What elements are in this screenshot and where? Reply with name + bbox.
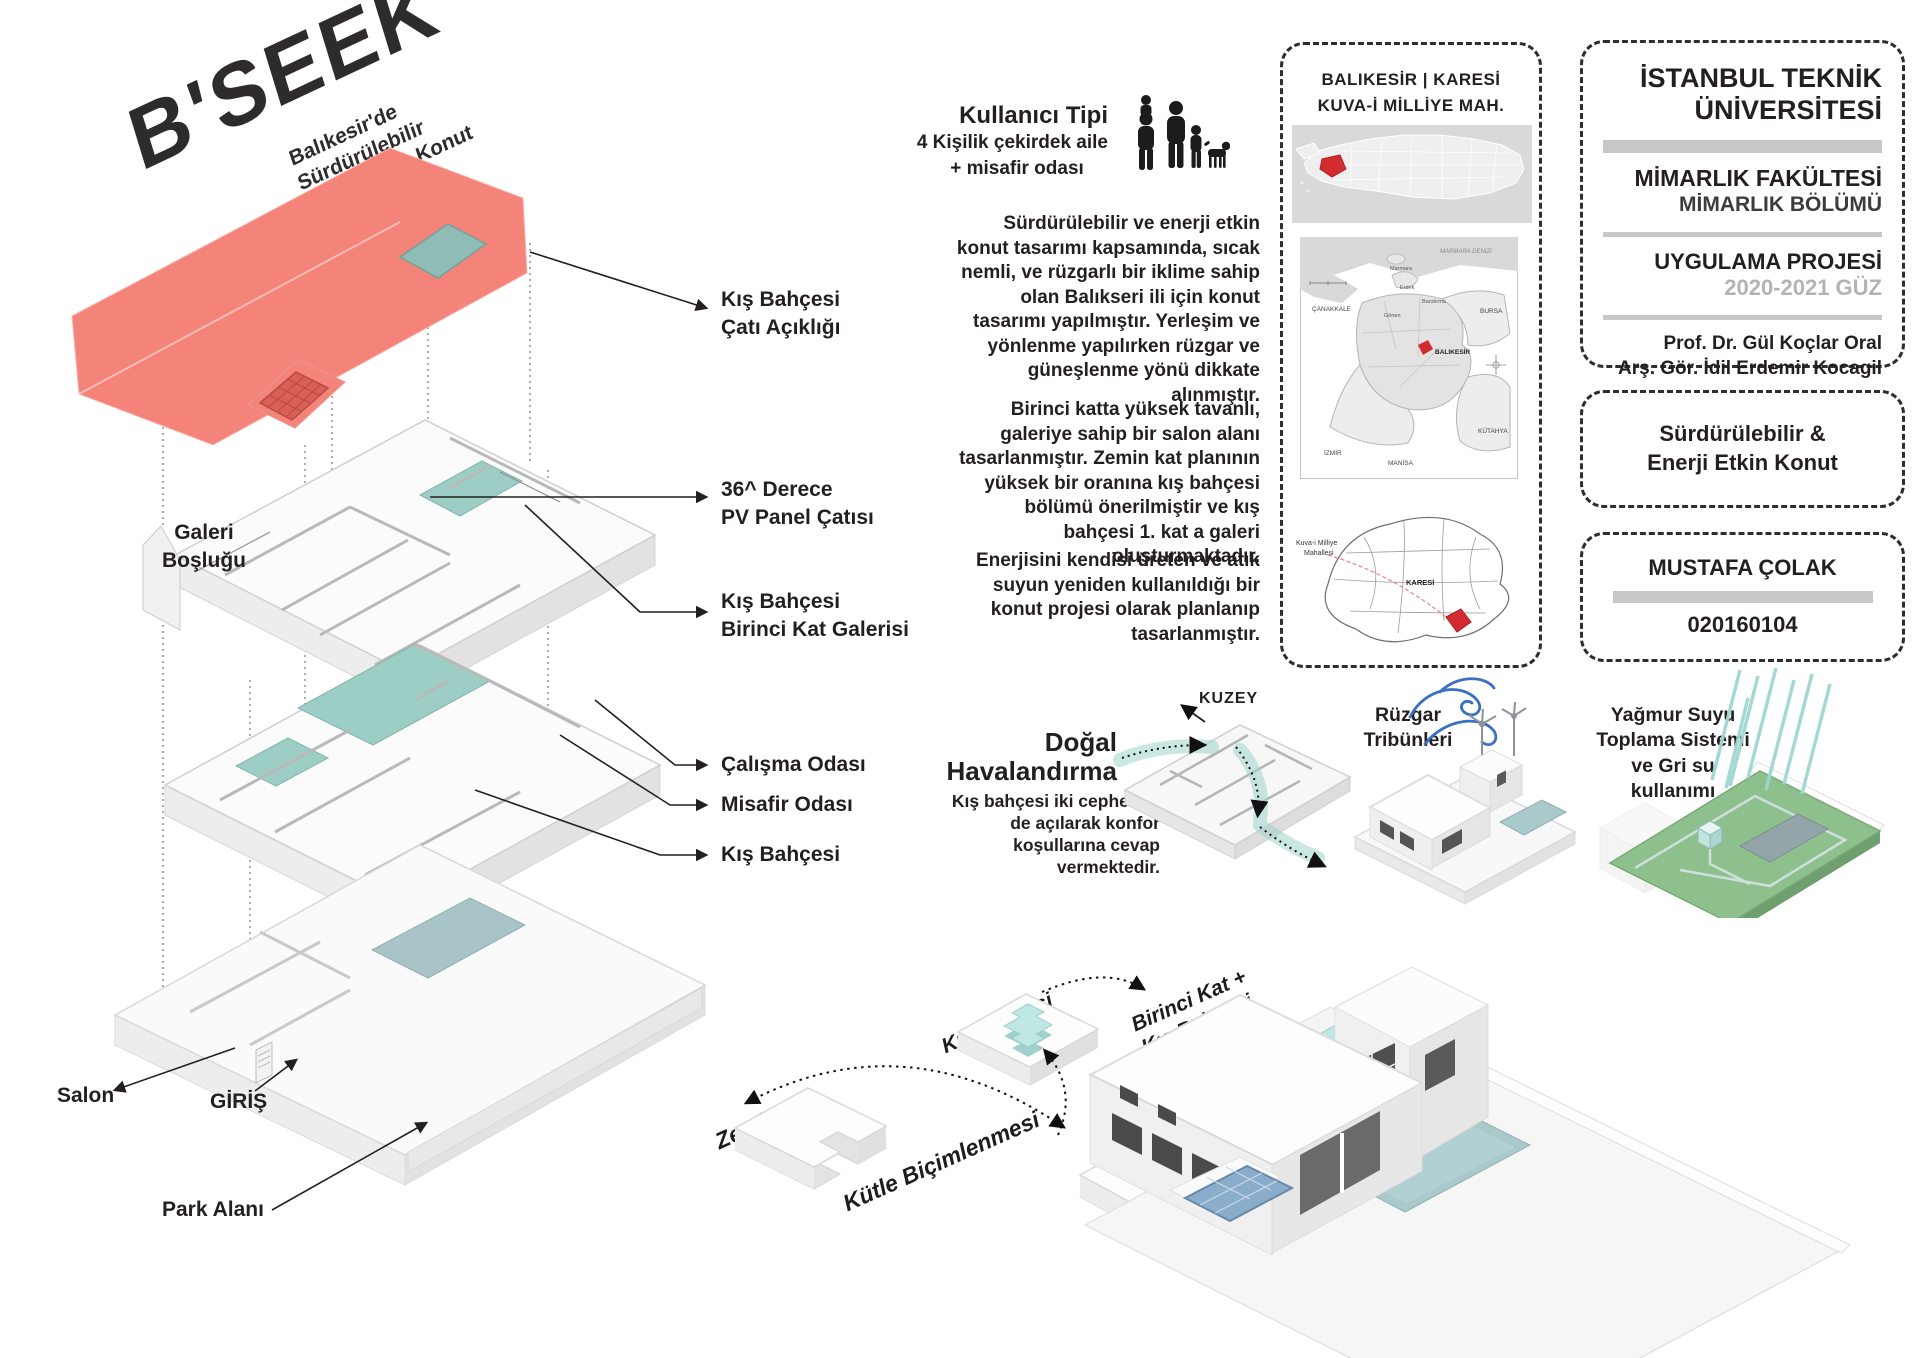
wintergarden-plug xyxy=(1002,1003,1054,1048)
intro-paragraph-2: Birinci katta yüksek tavanlı, galeriye s… xyxy=(959,399,1260,567)
rain-streaks xyxy=(1710,668,1832,795)
divider-line xyxy=(1603,231,1882,237)
site-base-plate xyxy=(113,844,707,1186)
user-type-title: Kullanıcı Tipi xyxy=(959,102,1108,129)
pv-skylight xyxy=(1182,1164,1295,1223)
entrance-door xyxy=(255,1041,273,1084)
pool xyxy=(1738,813,1830,863)
label-guest-room: Misafir Odası xyxy=(721,793,853,816)
province-label: ÇANAKKALE xyxy=(1312,306,1352,313)
label-parking: Park Alanı xyxy=(162,1198,264,1221)
neighborhood-label-line: Kuva-i Milliye xyxy=(1296,540,1337,547)
exploded-axonometric-drawing xyxy=(71,147,709,1211)
karesi-district-dot xyxy=(1418,340,1433,355)
compass-icon xyxy=(1486,355,1506,375)
province-label: KÜTAHYA xyxy=(1478,427,1508,435)
town-label: Erdek xyxy=(1400,285,1415,291)
pv-panel-roof xyxy=(247,359,346,429)
sea-label: MARMARA DENİZİ xyxy=(1440,248,1492,255)
district-map: KARESİ Kuva-i Milliye Mahallesi xyxy=(1296,516,1510,643)
university-name-line: İSTANBUL TEKNİK xyxy=(1640,63,1882,93)
user-type-line: 4 Kişilik çekirdek aile xyxy=(916,132,1108,153)
department-name: MİMARLIK BÖLÜMÜ xyxy=(1679,193,1882,217)
mass-ground-floor xyxy=(733,1087,888,1190)
wind-swirl-icon xyxy=(1408,677,1498,747)
province-label: MANİSA xyxy=(1388,458,1414,467)
town-label: Marmara xyxy=(1390,266,1413,272)
windows xyxy=(1380,820,1462,854)
student-panel: MUSTAFA ÇOLAK 020160104 xyxy=(1580,532,1905,662)
credits-panel: İSTANBUL TEKNİK ÜNİVERSİTESİ MİMARLIK FA… xyxy=(1580,40,1905,379)
label-entrance: GİRİŞ xyxy=(210,1090,268,1113)
label-study-room: Çalışma Odası xyxy=(721,753,866,776)
user-type-line: + misafir odası xyxy=(950,157,1084,179)
intro-paragraph-3: Enerjisini kendisi üreten ve atık suyun … xyxy=(975,550,1260,645)
scale-bar xyxy=(1309,281,1347,285)
balikesir-province-highlight xyxy=(1319,154,1347,178)
location-title-line: BALIKESİR | KARESİ xyxy=(1321,70,1501,89)
student-id: 020160104 xyxy=(1687,612,1798,637)
north-arrow-icon xyxy=(1180,704,1206,723)
instructor-name: Arş. Gör. İdil Erdemir Kocagil xyxy=(1618,357,1882,379)
rainwater-diagram xyxy=(1598,668,1885,918)
divider-bar xyxy=(1612,591,1873,603)
divider-bar xyxy=(1603,139,1882,153)
province-label: İZMİR xyxy=(1324,448,1342,457)
neighborhood-label-line: Mahallesi xyxy=(1304,550,1334,557)
town-label: Bandırma xyxy=(1422,299,1447,305)
province-label: BALIKESİR xyxy=(1435,348,1470,356)
course-name: UYGULAMA PROJESİ xyxy=(1654,248,1882,274)
location-title-line: KUVA-İ MİLLİYE MAH. xyxy=(1317,95,1505,115)
label-winter-garden: Kış Bahçesi xyxy=(721,843,841,866)
university-name-line: ÜNİVERSİTESİ xyxy=(1694,94,1882,125)
annotation-arrows xyxy=(112,251,709,1211)
greywater-pipe xyxy=(1634,794,1848,888)
wind-diagram xyxy=(1353,677,1577,905)
faculty-name: MİMARLIK FAKÜLTESİ xyxy=(1634,164,1882,191)
town-label: Gönen xyxy=(1384,313,1401,319)
location-panel: BALIKESİR | KARESİ KUVA-İ MİLLİYE MAH. xyxy=(1280,42,1542,668)
roof-opening-glass xyxy=(398,223,488,279)
intro-paragraph-1: Sürdürülebilir ve enerji etkin konut tas… xyxy=(956,213,1260,406)
coral-roof-plane xyxy=(71,147,528,446)
project-name-line: Sürdürülebilir & xyxy=(1659,421,1826,447)
project-name-panel: Sürdürülebilir & Enerji Etkin Konut xyxy=(1580,390,1905,508)
pool xyxy=(1498,799,1568,836)
karesi-label: KARESİ xyxy=(1406,578,1434,587)
north-label: KUZEY xyxy=(1199,690,1259,707)
label-living-room: Salon xyxy=(57,1084,115,1107)
driveway xyxy=(407,987,703,1173)
region-map: MARMARA DENİZİ Marmara Erdek Bandırma Gö… xyxy=(1300,237,1518,479)
dog-icon xyxy=(1204,141,1230,168)
final-render xyxy=(1083,966,1851,1358)
pool xyxy=(370,897,527,979)
student-name: MUSTAFA ÇOLAK xyxy=(1648,555,1837,581)
airflow-arrows xyxy=(1121,736,1327,868)
ground-floor-wintergarden-small xyxy=(234,737,330,787)
project-name-line: Enerji Etkin Konut xyxy=(1647,450,1838,475)
instructor-name: Prof. Dr. Gül Koçlar Oral xyxy=(1663,333,1882,355)
upper-floor-plan xyxy=(142,419,657,703)
course-term: 2020-2021 GÜZ xyxy=(1724,274,1882,300)
family-icon xyxy=(1138,95,1230,170)
divider-line xyxy=(1603,315,1882,321)
province-label: BURSA xyxy=(1480,308,1503,315)
user-type-block: Kullanıcı Tipi 4 Kişilik çekirdek aile +… xyxy=(856,102,1108,181)
turkey-map xyxy=(1292,125,1532,223)
ventilation-diagram xyxy=(1113,704,1352,868)
neighborhood-pointer-line xyxy=(1327,554,1447,618)
kuva-i-milliye-highlight xyxy=(1445,608,1472,633)
upper-floor-wintergarden-gallery xyxy=(418,460,524,517)
mass-wintergarden xyxy=(956,993,1100,1086)
